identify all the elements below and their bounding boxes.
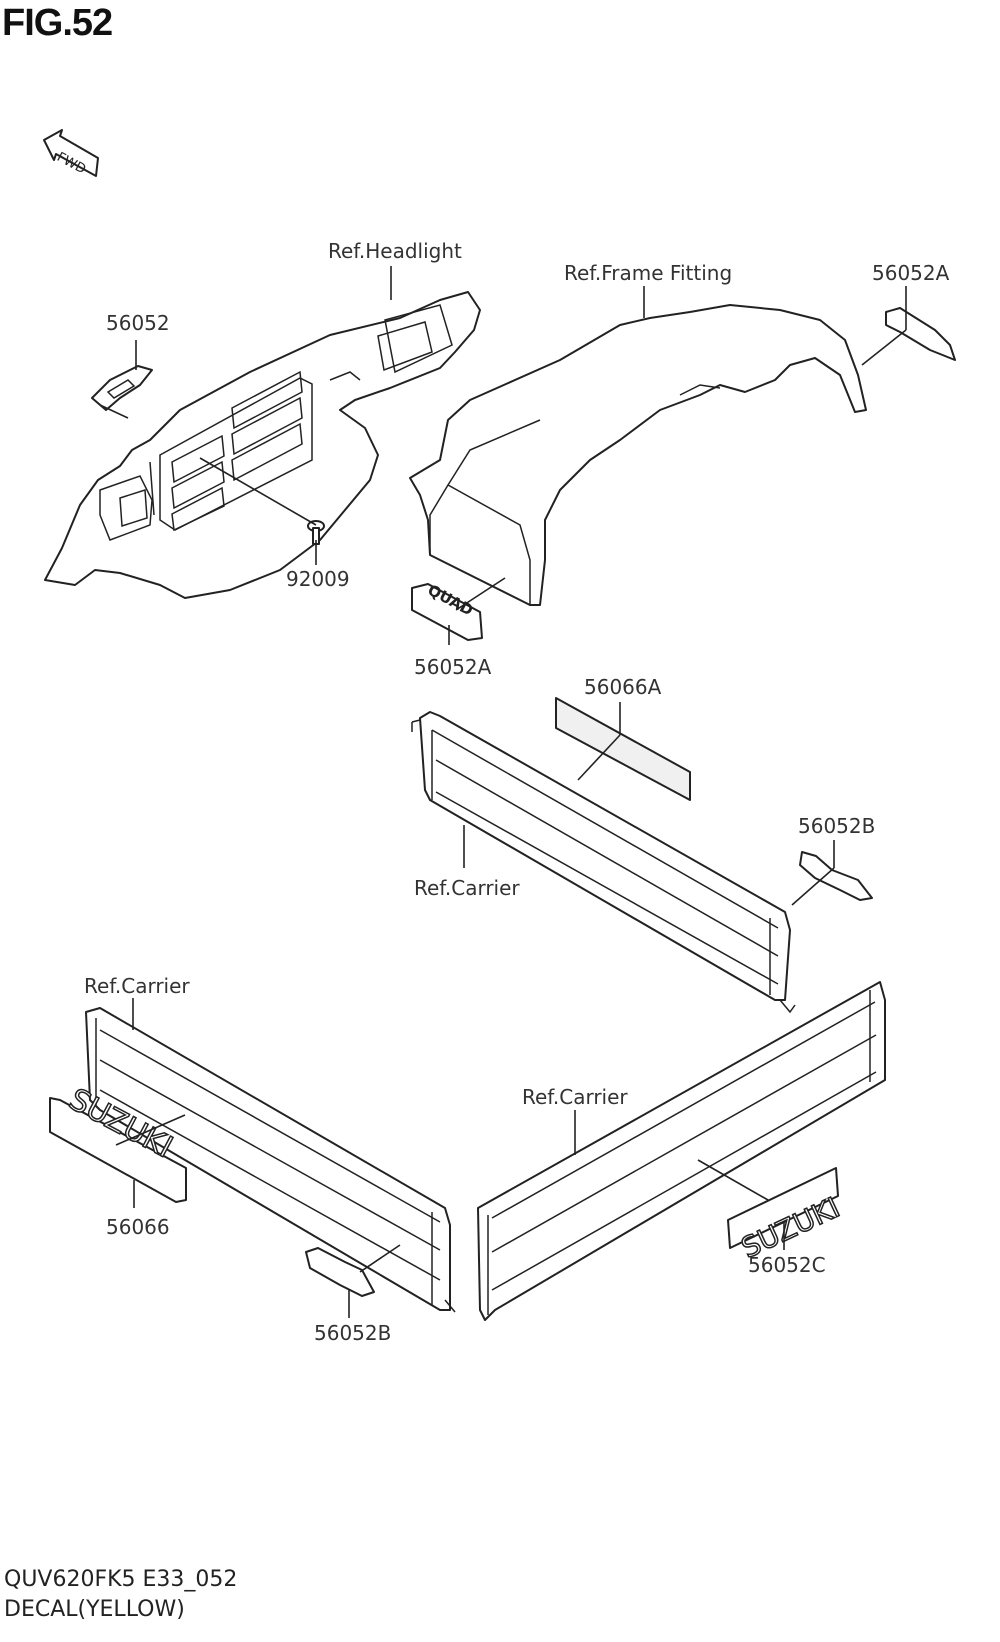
label-92009: 92009 <box>286 567 350 591</box>
label-56052a-top: 56052A <box>872 261 950 285</box>
label-56052a-mid: 56052A <box>414 655 492 679</box>
figure-description: DECAL(YELLOW) <box>4 1597 185 1622</box>
figure-title: FIG.52 <box>2 2 113 44</box>
figure-code: QUV620FK5 E33_052 <box>4 1567 238 1592</box>
carrier-left-panel-part <box>85 1007 456 1313</box>
label-ref-frame-fitting: Ref.Frame Fitting <box>564 261 732 285</box>
decal-56052b-bottom-part <box>305 1247 375 1297</box>
leader-lines <box>99 266 907 1318</box>
carrier-front-panel-part <box>411 711 796 1014</box>
fwd-arrow-icon: FWD <box>43 129 99 177</box>
label-56052b-bottom: 56052B <box>314 1321 391 1345</box>
label-ref-headlight: Ref.Headlight <box>328 239 462 263</box>
decal-56066a-part <box>555 697 691 801</box>
frame-fitting-part <box>409 304 867 606</box>
carrier-right-panel-part <box>477 981 886 1321</box>
label-56066a: 56066A <box>584 675 662 699</box>
label-56052: 56052 <box>106 311 170 335</box>
label-56052b-right: 56052B <box>798 814 875 838</box>
decal-56052a-top-part <box>885 307 956 361</box>
label-ref-carrier-top: Ref.Carrier <box>414 876 520 900</box>
label-56052c: 56052C <box>748 1253 826 1277</box>
decal-56052c-suzuki-part: SUZUKI <box>727 1167 845 1265</box>
label-ref-carrier-left: Ref.Carrier <box>84 974 190 998</box>
decal-56052a-quad-part: QUAD <box>411 581 483 641</box>
decal-56052b-right-part <box>799 851 873 901</box>
label-ref-carrier-right: Ref.Carrier <box>522 1085 628 1109</box>
decal-56052-part <box>91 365 153 411</box>
label-56066: 56066 <box>106 1215 170 1239</box>
front-cowl-part <box>44 291 481 599</box>
